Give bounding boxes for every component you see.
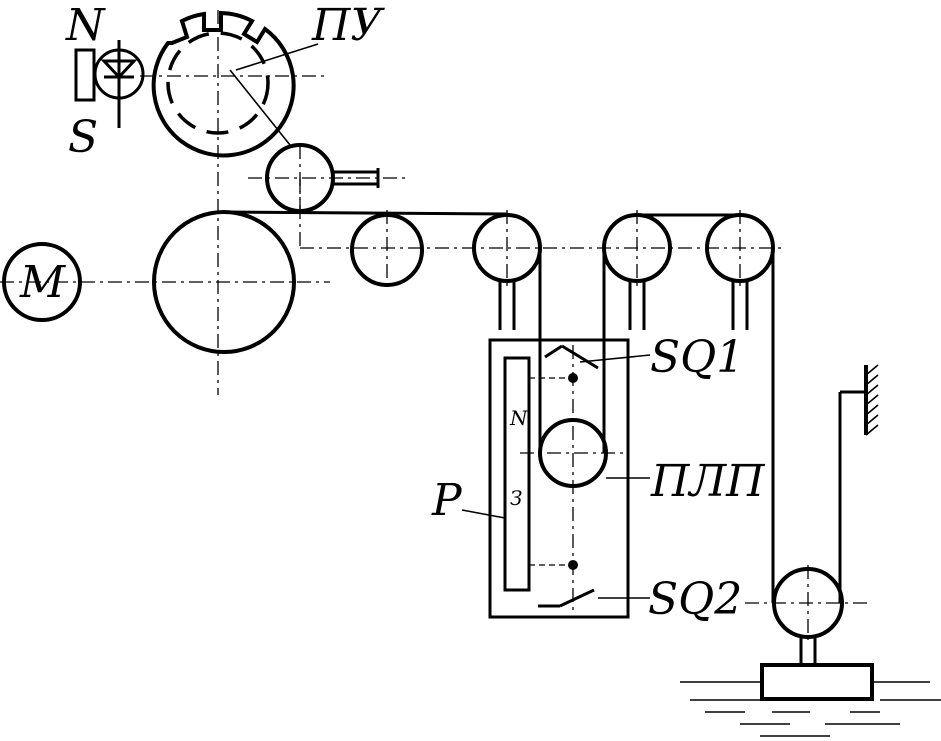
counter-drum-toothed-rim — [151, 10, 296, 158]
reed-pole-south-label: З — [510, 486, 522, 510]
magnet-bar — [74, 48, 96, 102]
magnet-sensor — [74, 40, 145, 128]
guide-roller — [350, 213, 424, 287]
pressure-roller — [265, 143, 380, 213]
motor — [2, 242, 82, 322]
limit-switch-top-label: SQ1 — [650, 332, 744, 383]
floating-pulley — [538, 418, 608, 488]
reed-element — [503, 356, 531, 592]
floating-pulley-label: ПЛП — [650, 456, 766, 507]
reed-pole-north-label: N — [509, 406, 529, 430]
tension-pulley — [760, 567, 874, 701]
motor-label: M — [19, 257, 66, 308]
counter-drum-label: ПУ — [311, 0, 385, 51]
tension-weight — [760, 663, 874, 701]
counter-drum — [151, 10, 296, 158]
liquid-surface — [680, 681, 941, 737]
reed-element-label: P — [431, 475, 463, 526]
limit-switch-bottom — [538, 588, 650, 608]
limit-switch-bottom-label: SQ2 — [648, 574, 742, 625]
limit-switch-top — [544, 344, 651, 370]
sensor-housing — [93, 48, 145, 100]
magnet-south-label: S — [68, 112, 98, 163]
fixed-anchor — [840, 364, 879, 436]
counter-drum-dashed-ring — [166, 31, 270, 135]
diode-symbol — [100, 59, 138, 80]
magnet-north-label: N — [65, 0, 106, 51]
tape-path — [223, 210, 842, 603]
